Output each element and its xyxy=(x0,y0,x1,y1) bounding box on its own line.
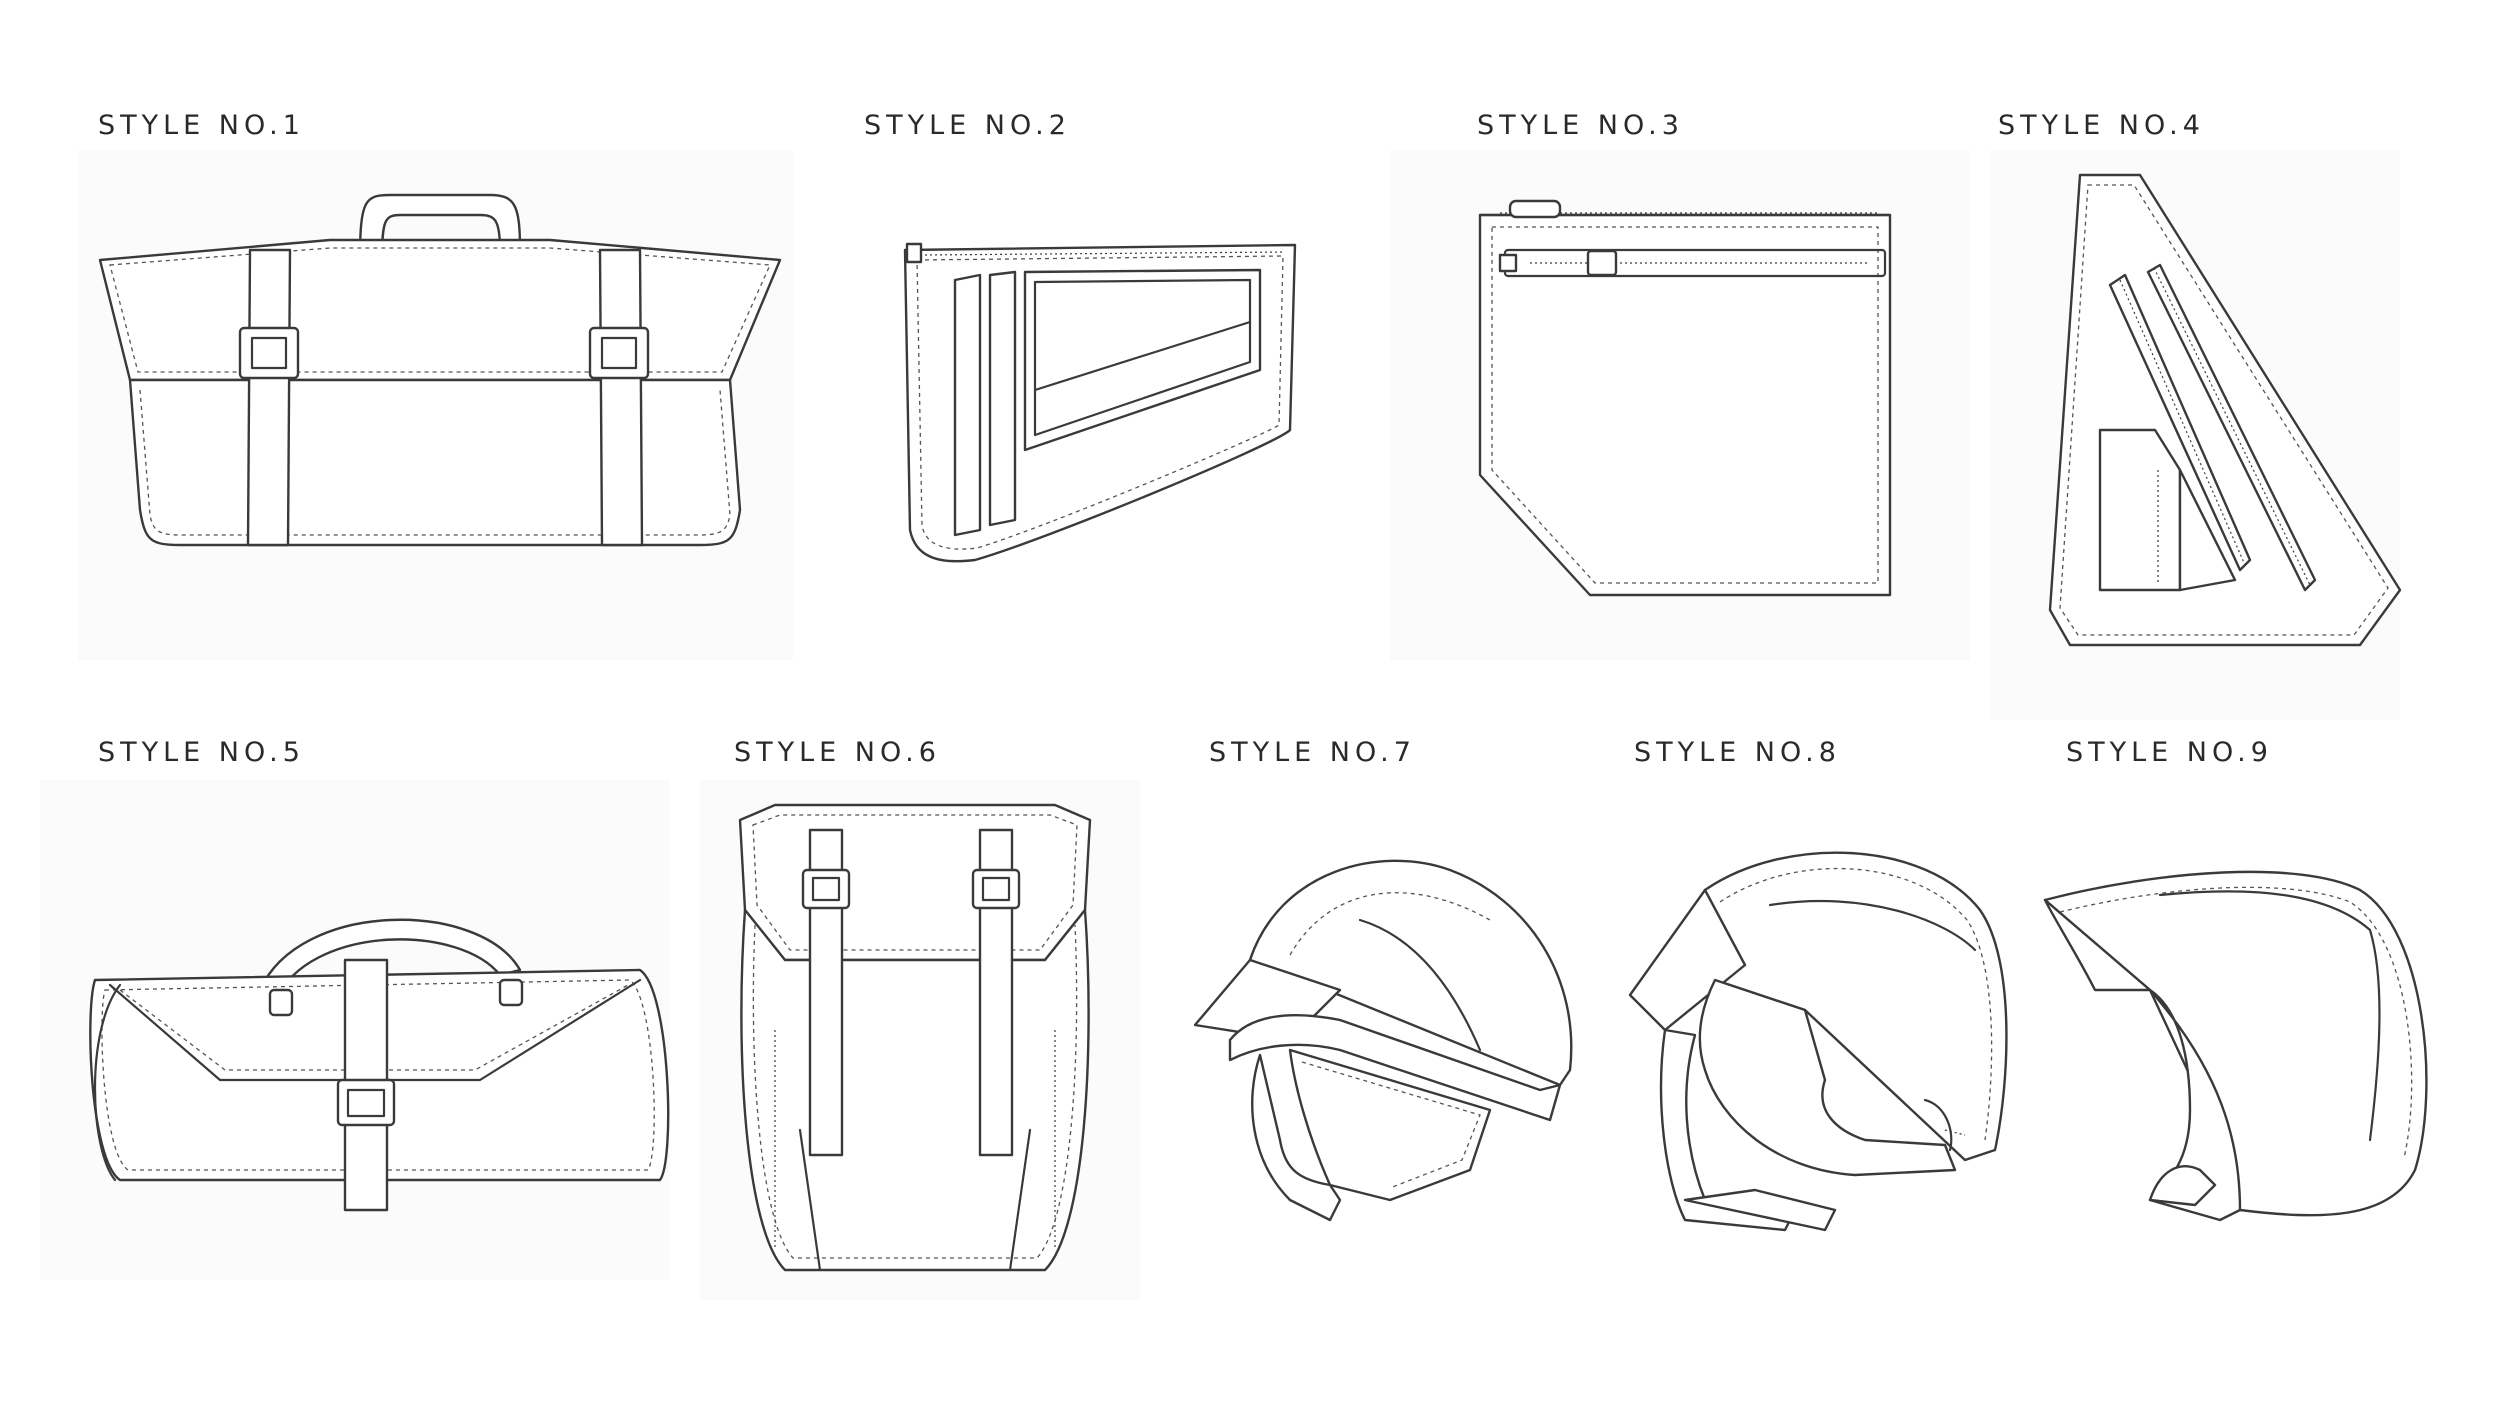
zip-pouch-sketch xyxy=(1478,199,1892,597)
style-label-7: STYLE NO.7 xyxy=(1209,737,1416,768)
frame-pouch-sketch xyxy=(903,242,1297,563)
style-label-5: STYLE NO.5 xyxy=(98,737,305,768)
helmet-hood-sketch xyxy=(1628,851,2008,1232)
style-label-3: STYLE NO.3 xyxy=(1477,110,1684,141)
style-label-6: STYLE NO.6 xyxy=(734,737,941,768)
style-label-1: STYLE NO.1 xyxy=(98,110,305,141)
backpack-sketch xyxy=(738,803,1092,1272)
hood-cap-sketch xyxy=(2043,870,2428,1222)
duffle-bag-sketch xyxy=(98,193,782,547)
style-label-4: STYLE NO.4 xyxy=(1998,110,2205,141)
triangle-sling-sketch xyxy=(2048,173,2402,647)
style-label-9: STYLE NO.9 xyxy=(2066,737,2273,768)
roll-bag-sketch xyxy=(89,918,670,1212)
cap-earflaps-sketch xyxy=(1193,859,1573,1222)
style-label-2: STYLE NO.2 xyxy=(864,110,1071,141)
style-label-8: STYLE NO.8 xyxy=(1634,737,1841,768)
